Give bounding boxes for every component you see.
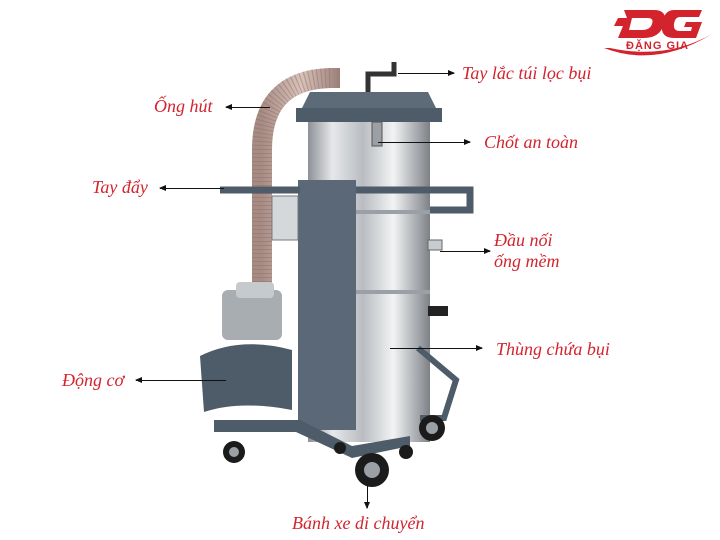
arrow-push-handle	[159, 185, 224, 191]
label-wheels: Bánh xe di chuyển	[292, 513, 425, 533]
label-motor: Động cơ	[62, 370, 125, 390]
label-dust-tank: Thùng chứa bụi	[496, 339, 610, 359]
motor-guard-shape	[200, 344, 292, 412]
arrow-motor	[135, 377, 226, 383]
frame-column-shape	[298, 180, 356, 430]
label-hose-connector-line2: ống mềm	[494, 250, 560, 271]
arrow-safety-latch	[378, 139, 471, 145]
arrow-dust-tank	[390, 345, 483, 351]
label-push-handle: Tay đẩy	[92, 177, 148, 197]
logo-name: ĐẶNG GIA	[626, 40, 689, 52]
dang-gia-logo: ĐẶNG GIA	[596, 4, 720, 66]
label-safety-latch: Chốt an toàn	[484, 132, 579, 152]
label-hose-connector: Đầu nối ống mềm	[494, 230, 560, 271]
arrow-hose-connector	[440, 248, 491, 254]
dg-logo-icon	[604, 10, 712, 56]
label-suction-hose: Ống hút	[154, 96, 213, 116]
label-filter-shaker-handle: Tay lắc túi lọc bụi	[462, 63, 592, 83]
label-hose-connector-line1: Đầu nối	[494, 230, 553, 250]
arrow-filter-shaker-handle	[398, 70, 455, 76]
arrow-wheels	[364, 486, 370, 509]
arrow-suction-hose	[225, 104, 270, 110]
vacuum-cleaner-illustration	[200, 62, 474, 487]
